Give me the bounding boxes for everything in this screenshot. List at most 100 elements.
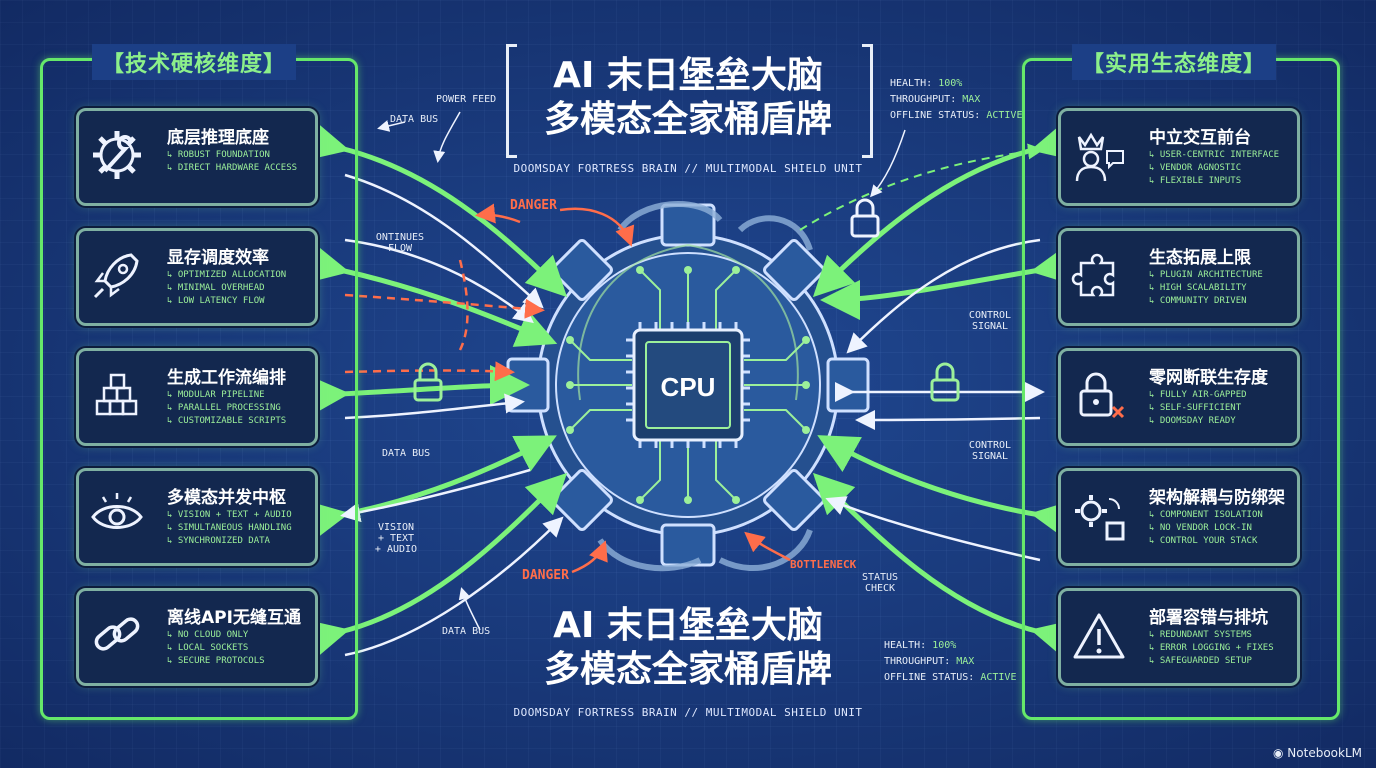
user-crown-icon [1075,132,1124,182]
bottom-subtitle: DOOMSDAY FORTRESS BRAIN // MULTIMODAL SH… [513,706,863,719]
title-bracket-left [506,44,517,158]
left-card-1-bullet: ROBUST FOUNDATION [167,149,297,162]
left-card-3-bullet: PARALLEL PROCESSING [167,402,286,415]
bottom-main-title: AI 末日堡垒大脑 多模态全家桶盾牌 [478,604,898,692]
label-danger-bottom: DANGER [522,568,569,583]
right-white-arrows [825,238,1045,562]
right-card-3-bullet: DOOMSDAY READY [1149,415,1247,428]
right-dimension-title: 【实用生态维度】 [1072,44,1277,80]
right-card-3-bullet: SELF-SUFFICIENT [1149,402,1247,415]
left-card-1-title: 底层推理底座 [167,128,269,148]
status-health-value: 100% [938,78,963,89]
label-data-bus-1: DATA BUS [390,114,439,125]
right-card-3-title: 零网断联生存度 [1149,368,1268,388]
label-data-bus-3: DATA BUS [442,626,491,637]
right-card-5-bullet: ERROR LOGGING + FIXES [1149,642,1274,655]
status-offline-label: OFFLINE STATUS: [890,110,981,121]
right-card-5-bullet: SAFEGUARDED SETUP [1149,655,1274,668]
right-card-4-title: 架构解耦与防绑架 [1149,488,1285,508]
right-card-1-bullet: USER-CENTRIC INTERFACE [1149,149,1279,162]
left-card-5-bullet: NO CLOUD ONLY [167,629,265,642]
right-card-1-title: 中立交互前台 [1149,128,1251,148]
status-throughput-value: MAX [962,94,981,105]
left-card-5: 离线API无缝互通 NO CLOUD ONLY LOCAL SOCKETS SE… [76,588,318,686]
status-offline-value: ACTIVE [986,110,1023,121]
left-card-1: 底层推理底座 ROBUST FOUNDATION DIRECT HARDWARE… [76,108,318,206]
label-control-signal-2: CONTROL SIGNAL [968,440,1012,462]
label-vision-text-audio: VISION + TEXT + AUDIO [374,522,418,555]
right-card-1-bullet: FLEXIBLE INPUTS [1149,175,1279,188]
rocket-icon [93,253,139,299]
left-card-1-bullet: DIRECT HARDWARE ACCESS [167,162,297,175]
eye-icon [91,493,143,529]
left-card-2: 显存调度效率 OPTIMIZED ALLOCATION MINIMAL OVER… [76,228,318,326]
right-card-1: 中立交互前台 USER-CENTRIC INTERFACE VENDOR AGN… [1058,108,1300,206]
left-card-2-bullet: OPTIMIZED ALLOCATION [167,269,286,282]
bottom-title-line1: AI 末日堡垒大脑 [553,605,823,646]
notebooklm-logo-icon: ◉ [1272,746,1284,760]
notebooklm-watermark: ◉ NotebookLM [1273,746,1362,760]
status-health-value: 100% [932,640,957,651]
circuit-traces [569,269,807,501]
left-card-4-bullet: SIMULTANEOUS HANDLING [167,522,292,535]
left-card-4-bullet: SYNCHRONIZED DATA [167,535,292,548]
top-main-title: AI 末日堡垒大脑 多模态全家桶盾牌 [478,54,898,142]
label-control-signal-1: CONTROL SIGNAL [968,310,1012,332]
left-card-3: 生成工作流编排 MODULAR PIPELINE PARALLEL PROCES… [76,348,318,446]
right-card-4-bullet: NO VENDOR LOCK-IN [1149,522,1263,535]
right-card-3: 零网断联生存度 FULLY AIR-GAPPED SELF-SUFFICIENT… [1058,348,1300,446]
wrench-gear-icon [93,131,141,179]
left-card-3-bullet: CUSTOMIZABLE SCRIPTS [167,415,286,428]
lock-x-icon [1079,372,1125,419]
right-card-2-bullet: COMMUNITY DRIVEN [1149,295,1263,308]
left-card-4-title: 多模态并发中枢 [167,488,286,508]
top-title-line1: AI 末日堡垒大脑 [553,55,823,96]
danger-lines [344,259,545,382]
right-card-5: 部署容错与排坑 REDUNDANT SYSTEMS ERROR LOGGING … [1058,588,1300,686]
label-bottleneck: BOTTLENECK [790,558,857,571]
label-status-check: STATUS CHECK [861,572,899,594]
left-green-arrows [306,121,568,659]
title-bracket-right [862,44,873,158]
left-card-2-bullet: LOW LATENCY FLOW [167,295,286,308]
left-card-3-bullet: MODULAR PIPELINE [167,389,286,402]
right-card-4: 架构解耦与防绑架 COMPONENT ISOLATION NO VENDOR L… [1058,468,1300,566]
left-card-2-bullet: MINIMAL OVERHEAD [167,282,286,295]
right-card-4-bullet: CONTROL YOUR STACK [1149,535,1263,548]
gear-square-icon [1075,495,1125,541]
right-card-2-bullet: PLUGIN ARCHITECTURE [1149,269,1263,282]
puzzle-icon [1071,253,1115,297]
left-white-arrows [340,173,564,657]
right-card-1-bullet: VENDOR AGNOSTIC [1149,162,1279,175]
chain-link-icon [94,617,140,651]
warning-icon [1073,613,1125,659]
left-card-3-title: 生成工作流编排 [167,368,286,388]
status-readout-bottom: HEALTH: 100% THROUGHPUT: MAX OFFLINE STA… [884,638,1016,686]
watermark-text: NotebookLM [1287,746,1362,760]
right-card-2-title: 生态拓展上限 [1149,248,1251,268]
left-dimension-title: 【技术硬核维度】 [92,44,297,80]
label-power-feed: POWER FEED [436,94,497,105]
left-card-5-title: 离线API无缝互通 [167,608,301,628]
left-card-5-bullet: LOCAL SOCKETS [167,642,265,655]
left-card-5-bullet: SECURE PROTOCOLS [167,655,265,668]
label-danger-top: DANGER [510,198,557,213]
status-throughput-label: THROUGHPUT: [890,94,957,105]
status-health-label: HEALTH: [884,640,927,651]
right-card-2-bullet: HIGH SCALABILITY [1149,282,1263,295]
cpu-chip: CPU [626,322,750,448]
status-readout-top: HEALTH: 100% THROUGHPUT: MAX OFFLINE STA… [890,76,1022,124]
status-offline-label: OFFLINE STATUS: [884,672,975,683]
status-throughput-label: THROUGHPUT: [884,656,951,667]
left-card-4-bullet: VISION + TEXT + AUDIO [167,509,292,522]
padlock-icons [413,198,960,402]
label-ontinues-flow: ONTINUES FLOW [375,232,425,254]
top-subtitle: DOOMSDAY FORTRESS BRAIN // MULTIMODAL SH… [513,162,863,175]
right-card-5-title: 部署容错与排坑 [1149,608,1268,628]
right-card-3-bullet: FULLY AIR-GAPPED [1149,389,1247,402]
right-card-2: 生态拓展上限 PLUGIN ARCHITECTURE HIGH SCALABIL… [1058,228,1300,326]
status-health-label: HEALTH: [890,78,933,89]
right-card-4-bullet: COMPONENT ISOLATION [1149,509,1263,522]
top-title-line2: 多模态全家桶盾牌 [543,99,832,140]
